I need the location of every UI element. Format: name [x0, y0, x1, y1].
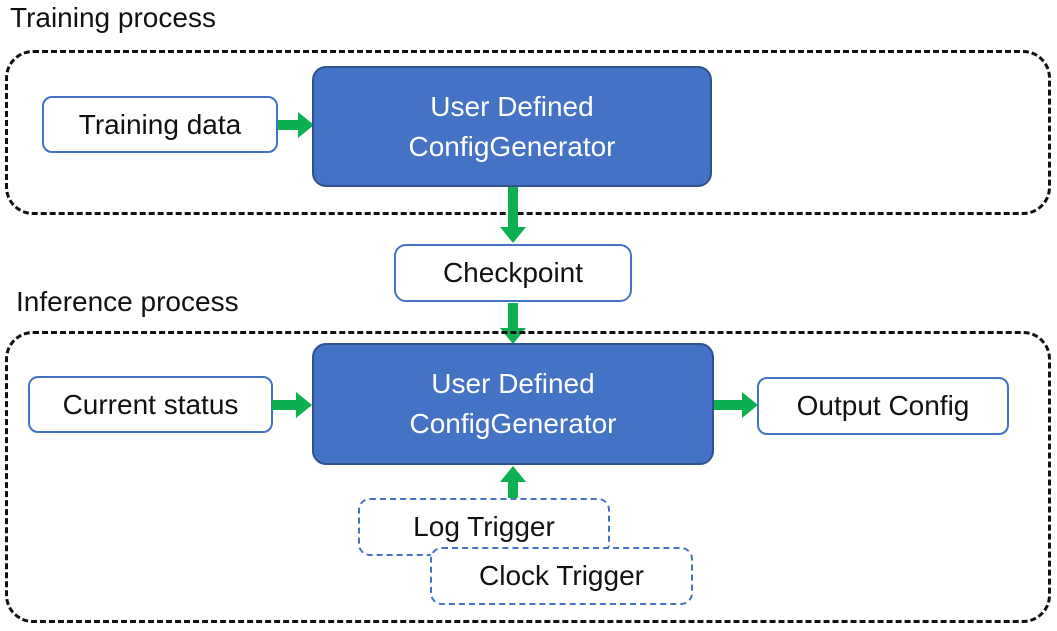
current-status-node: Current status: [28, 376, 273, 433]
train-config-generator-line1: User Defined: [430, 90, 594, 122]
clock-trigger-node: Clock Trigger: [430, 547, 693, 605]
infer-config-generator-line2: ConfigGenerator: [409, 408, 617, 439]
inference-process-label: Inference process: [16, 286, 239, 317]
arrow-right-training-data-to-generator-icon: [278, 112, 314, 138]
infer-config-generator-line1: User Defined: [431, 368, 595, 399]
training-data-node: Training data: [42, 96, 278, 153]
arrow-up-trigger-to-generator-icon: [500, 466, 526, 498]
training-process-label: Training process: [10, 2, 216, 33]
arrow-right-current-status-to-generator-icon: [272, 392, 312, 418]
train-config-generator-line2: ConfigGenerator: [408, 130, 616, 162]
inference-process-container: [5, 331, 1051, 623]
checkpoint-node: Checkpoint: [394, 244, 632, 302]
output-config-node: Output Config: [757, 377, 1009, 435]
arrow-down-generator-to-checkpoint-icon: [500, 187, 526, 243]
arrow-right-generator-to-output-icon: [714, 392, 758, 418]
log-trigger-node: Log Trigger: [358, 498, 610, 556]
infer-config-generator-node: User Defined ConfigGenerator: [312, 343, 714, 465]
training-process-container: [5, 50, 1051, 215]
train-config-generator-node: User Defined ConfigGenerator: [312, 66, 712, 187]
